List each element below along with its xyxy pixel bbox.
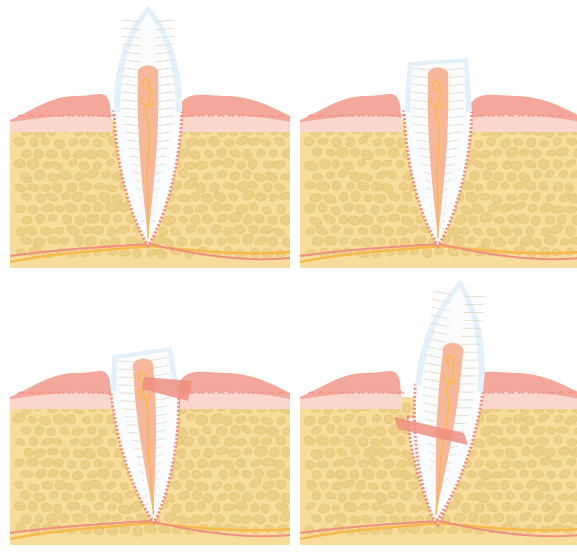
bone-cell — [545, 216, 555, 224]
bone-cell — [249, 225, 258, 234]
bone-cell — [487, 436, 498, 445]
bone-cell — [66, 183, 77, 192]
bone-cell — [113, 215, 121, 223]
bone-cell — [85, 195, 97, 202]
bone-cell — [332, 180, 341, 190]
tubule — [155, 204, 156, 206]
bone-cell — [236, 205, 248, 214]
bone-cell — [43, 162, 52, 169]
bone-cell — [547, 471, 556, 478]
bone-cell — [67, 502, 80, 511]
bone-cell — [198, 436, 206, 445]
bone-cell — [491, 472, 504, 478]
panel-svg — [0, 277, 290, 555]
panel-crown-fracture — [290, 0, 577, 278]
bone-cell — [55, 205, 64, 212]
bone-cell — [273, 460, 285, 470]
bone-cell — [191, 449, 200, 457]
bone-cell — [305, 181, 316, 189]
bone-cell — [372, 414, 381, 422]
bone-cell — [312, 237, 323, 245]
panel-intact-tooth — [0, 0, 290, 278]
bone-cell — [351, 447, 360, 455]
bone-cell — [537, 437, 549, 446]
panel-svg — [0, 0, 290, 278]
bone-cell — [377, 216, 386, 222]
bone-cell — [337, 426, 347, 436]
bone-cell — [268, 237, 279, 247]
bone-cell — [81, 204, 91, 212]
bone-cell — [210, 435, 219, 445]
bone-cell — [362, 492, 375, 499]
bone-cell — [203, 426, 212, 434]
tubule — [430, 204, 431, 206]
bone-cell — [494, 172, 504, 181]
tubule — [140, 204, 141, 206]
bone-cell — [506, 194, 516, 201]
bone-cell — [435, 247, 444, 255]
bone-cell — [540, 140, 549, 147]
bone-cell — [27, 458, 39, 466]
panel-root-fracture-displaced — [290, 277, 577, 555]
bone-cell — [533, 515, 542, 522]
bone-cell — [205, 238, 214, 245]
bone-cell — [91, 226, 104, 234]
bone-cell — [267, 470, 280, 478]
panel-root-fracture-shallow — [0, 277, 290, 555]
bone-cell — [475, 184, 483, 191]
bone-cell — [94, 459, 103, 467]
bone-cell — [73, 450, 84, 459]
bone-cell — [504, 470, 516, 478]
bone-cell — [532, 470, 543, 478]
bone-cell — [374, 194, 386, 203]
bone-cell — [184, 162, 196, 169]
tubule — [445, 204, 446, 206]
bone-cell — [513, 483, 523, 490]
bone-cell — [204, 448, 214, 458]
bone-cell — [316, 461, 328, 468]
bone-cell — [361, 237, 374, 247]
tubule — [445, 485, 446, 487]
bone-cell — [197, 227, 205, 234]
bone-cell — [212, 503, 221, 513]
bone-cell — [82, 417, 91, 425]
bone-cell — [410, 505, 421, 512]
bone-cell — [236, 501, 247, 511]
bone-cell — [487, 137, 496, 146]
bone-cell — [46, 514, 57, 523]
bone-cell — [528, 504, 537, 511]
bone-cell — [93, 161, 102, 169]
bone-cell — [35, 426, 44, 436]
panel-svg — [290, 0, 577, 278]
bone-cell — [544, 448, 556, 458]
bone-cell — [344, 228, 353, 234]
bone-cell — [533, 491, 544, 500]
bone-cell — [552, 206, 565, 213]
bone-cell — [276, 502, 288, 511]
bone-cell — [196, 139, 206, 146]
bone-cell — [203, 173, 213, 180]
bone-cell — [108, 438, 117, 446]
bone-cell — [221, 204, 232, 211]
bone-cell — [228, 449, 241, 458]
bone-cell — [453, 513, 465, 522]
bone-cell — [339, 192, 348, 201]
bone-cell — [47, 448, 58, 455]
bone-cell — [42, 481, 53, 489]
bone-cell — [487, 161, 497, 170]
panel-svg — [290, 277, 577, 555]
bone-cell — [312, 490, 321, 499]
bone-cell — [350, 469, 358, 479]
bone-cell — [197, 501, 206, 510]
tubule — [432, 484, 433, 486]
bone-cell — [493, 513, 504, 522]
bone-cell — [501, 182, 510, 189]
bone-cell — [48, 214, 57, 222]
bone-cell — [401, 516, 412, 523]
bone-cell — [494, 449, 504, 456]
